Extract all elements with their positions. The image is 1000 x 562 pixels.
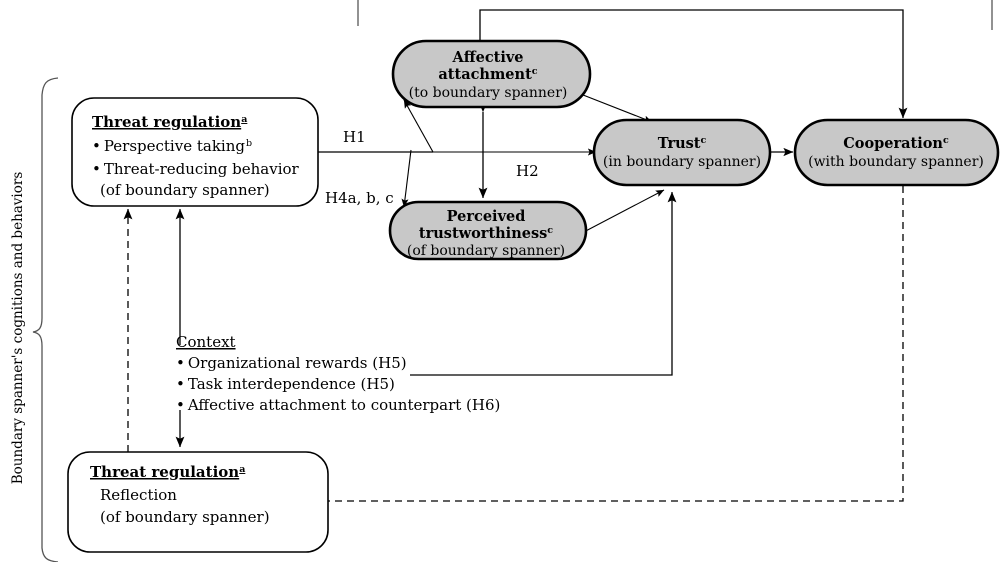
edge-trustworthiness-to-trust [579, 189, 665, 235]
node-perceived-trustworthiness-shape[interactable] [388, 200, 588, 261]
node-perceived-trustworthiness-title-line2: trustworthinessc [419, 225, 553, 243]
node-cooperation-title: Cooperationc [843, 135, 949, 153]
node-trust-shape[interactable] [592, 118, 772, 187]
node-affective-attachment-shape[interactable] [391, 39, 592, 109]
scope-brace [32, 77, 59, 562]
context-item-0: •Organizational rewards (H5) [176, 354, 407, 372]
node-cooperation-shape[interactable] [793, 118, 1000, 187]
hypothesis-label-h2: H2 [516, 162, 539, 180]
node-trust-title: Trustc [658, 135, 707, 153]
node-threat-regulation-top-shape[interactable] [71, 97, 319, 207]
hypothesis-label-h1: H1 [343, 128, 366, 146]
context-item-2: •Affective attachment to counterpart (H6… [176, 396, 500, 414]
edge-affective-to-cooperation [479, 9, 908, 119]
bracket-label: Boundary spanner's cognitions and behavi… [10, 172, 26, 485]
node-cooperation-qualifier: (with boundary spanner) [808, 154, 984, 170]
node-threat-regulation-top-title: Threat regulationa [92, 113, 247, 131]
context-item-1: •Task interdependence (H5) [176, 375, 395, 393]
node-threat-regulation-bottom-qualifier: (of boundary spanner) [100, 508, 270, 526]
node-threat-regulation-bottom-shape[interactable] [67, 451, 329, 553]
node-affective-attachment-title-line1: Affective [451, 49, 523, 66]
node-threat-regulation-top-bullet-0: •Perspective takingb [92, 137, 252, 155]
node-threat-regulation-top-qualifier: (of boundary spanner) [100, 181, 270, 199]
node-perceived-trustworthiness-title-line1: Perceived [447, 208, 526, 225]
hypothesis-label-h4: H4a, b, c [325, 189, 394, 207]
edge-affective-to-trust [577, 92, 653, 123]
node-affective-attachment-qualifier: (to boundary spanner) [409, 85, 568, 101]
node-affective-attachment-title-line2: attachmentc [438, 66, 537, 84]
node-trust-qualifier: (in boundary spanner) [603, 154, 761, 170]
node-threat-regulation-bottom-title: Threat regulationa [90, 463, 245, 481]
node-threat-regulation-top-bullet-1: •Threat-reducing behavior [92, 160, 300, 178]
context-heading: Context [176, 333, 236, 351]
edge-branch-to-affective [403, 99, 434, 153]
edge-branch-to-trustworthiness [401, 149, 412, 208]
edge-cooperation-to-reflection [327, 186, 904, 502]
node-perceived-trustworthiness-qualifier: (of boundary spanner) [407, 243, 565, 259]
edge-context-to-trust [410, 191, 677, 376]
node-threat-regulation-bottom-line1: Reflection [100, 486, 177, 504]
